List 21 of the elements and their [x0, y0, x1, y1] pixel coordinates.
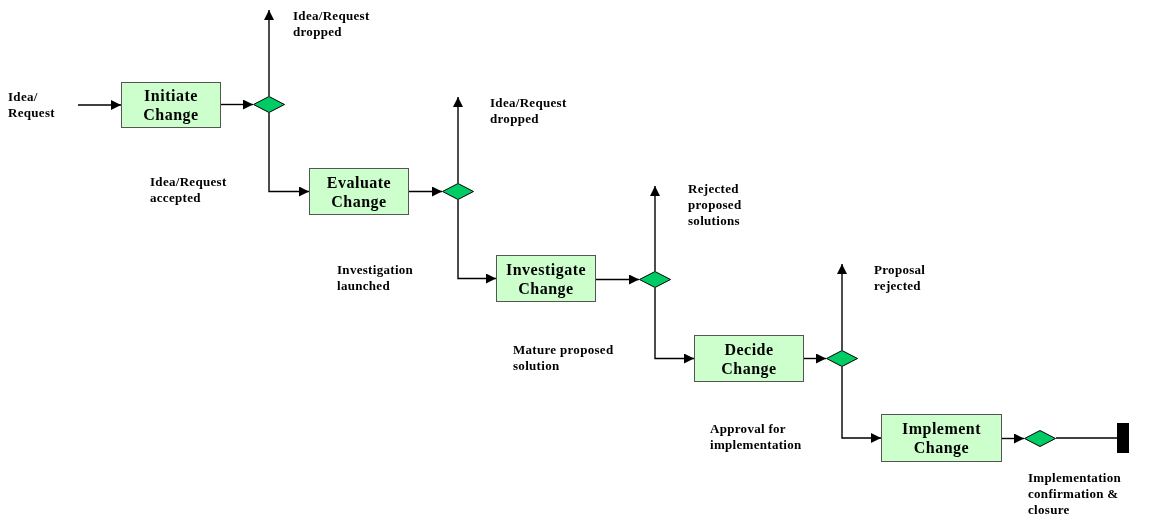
process-box: Initiate Change: [121, 82, 221, 128]
process-box: Investigate Change: [496, 255, 596, 302]
arrow: [220, 99, 254, 110]
arrow: [453, 96, 463, 184]
arrow: [1001, 433, 1025, 444]
process-box: Implement Change: [881, 414, 1002, 462]
arrow: [841, 366, 882, 443]
process-box: Evaluate Change: [309, 168, 409, 215]
input-label: Idea/ Request: [8, 89, 78, 121]
connector-line: [1055, 437, 1118, 439]
arrow: [654, 287, 695, 364]
process-box: Decide Change: [694, 335, 804, 382]
arrow: [268, 112, 310, 197]
arrow: [264, 9, 274, 97]
arrow: [457, 199, 497, 284]
arrow: [650, 185, 660, 272]
arrow: [77, 100, 122, 110]
arrow: [837, 263, 847, 351]
arrow: [595, 274, 640, 285]
arrow: [803, 353, 827, 364]
arrow: [408, 186, 443, 197]
